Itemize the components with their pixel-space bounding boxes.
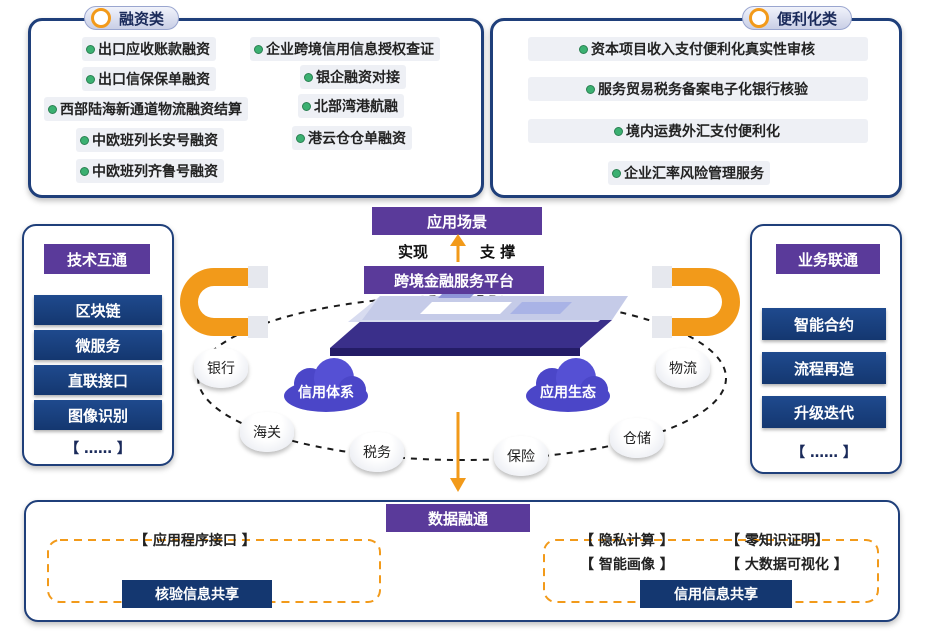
bullet-icon bbox=[80, 135, 89, 145]
business-more: 【 …… 】 bbox=[791, 445, 857, 461]
facilitation-item: 资本项目收入支付便利化真实性审核 bbox=[528, 37, 868, 61]
financing-item: 西部陆海新通道物流融资结算 bbox=[44, 97, 248, 121]
bullet-icon bbox=[579, 44, 588, 54]
financing-item: 出口应收账款融资 bbox=[82, 37, 216, 61]
cloud-ecology-icon bbox=[526, 358, 610, 412]
data-right-item: 【 零知识证明】 bbox=[726, 533, 829, 549]
bullet-icon bbox=[48, 104, 57, 114]
financing-title: 融资类 bbox=[119, 9, 165, 28]
credit-share-label: 信用信息共享 bbox=[640, 580, 792, 608]
ring-node-insurance: 保险 bbox=[494, 436, 548, 476]
bullet-icon bbox=[302, 101, 311, 111]
data-right-item: 【 大数据可视化 】 bbox=[726, 557, 848, 573]
bullet-icon bbox=[86, 74, 95, 84]
ring-icon bbox=[91, 8, 111, 28]
financing-item: 中欧班列长安号融资 bbox=[76, 128, 224, 152]
magnet-left-icon bbox=[180, 266, 268, 338]
tech-item-image-recognition: 图像识别 bbox=[34, 400, 162, 430]
cloud-credit-label: 信用体系 bbox=[298, 385, 354, 401]
business-item-smart-contract: 智能合约 bbox=[762, 308, 886, 340]
tech-item-blockchain: 区块链 bbox=[34, 295, 162, 325]
facilitation-item: 境内运费外汇支付便利化 bbox=[528, 119, 868, 143]
data-left-item: 【 应用程序接口 】 bbox=[134, 533, 256, 549]
business-item-upgrade: 升级迭代 bbox=[762, 396, 886, 428]
financing-item: 北部湾港航融 bbox=[298, 94, 404, 118]
magnet-right-icon bbox=[652, 266, 740, 338]
business-title: 业务联通 bbox=[776, 244, 880, 274]
facilitation-item: 服务贸易税务备案电子化银行核验 bbox=[528, 77, 868, 101]
bullet-icon bbox=[86, 44, 95, 54]
scenario-label: 应用场景 bbox=[372, 207, 542, 235]
ring-node-bank: 银行 bbox=[194, 348, 248, 388]
financing-title-tag: 融资类 bbox=[84, 6, 180, 30]
tech-item-microservice: 微服务 bbox=[34, 330, 162, 360]
ring-node-tax: 税务 bbox=[350, 432, 404, 472]
down-arrow-icon bbox=[450, 412, 466, 492]
ring-node-customs: 海关 bbox=[240, 412, 294, 452]
ring-icon bbox=[749, 8, 769, 28]
ring-node-warehouse: 仓储 bbox=[610, 418, 664, 458]
cloud-credit-icon bbox=[284, 358, 368, 412]
bullet-icon bbox=[614, 126, 623, 136]
support-text: 支 撑 bbox=[480, 243, 516, 261]
bullet-icon bbox=[612, 168, 621, 178]
platform-device-icon bbox=[330, 290, 628, 356]
cloud-ecology-label: 应用生态 bbox=[540, 385, 596, 401]
up-arrow-icon bbox=[450, 234, 466, 262]
tech-item-direct-api: 直联接口 bbox=[34, 365, 162, 395]
bullet-icon bbox=[586, 84, 595, 94]
data-title: 数据融通 bbox=[386, 504, 530, 532]
financing-item: 出口信保保单融资 bbox=[82, 67, 216, 91]
platform-label: 跨境金融服务平台 bbox=[364, 266, 544, 294]
financing-item: 港云仓仓单融资 bbox=[292, 126, 412, 150]
data-right-item: 【 隐私计算 】 bbox=[580, 533, 674, 549]
tech-title: 技术互通 bbox=[44, 244, 150, 274]
bullet-icon bbox=[296, 133, 305, 143]
bullet-icon bbox=[254, 44, 263, 54]
ring-node-logistics: 物流 bbox=[656, 348, 710, 388]
tech-more: 【 …… 】 bbox=[65, 441, 131, 457]
business-item-process-reengineering: 流程再造 bbox=[762, 352, 886, 384]
data-right-item: 【 智能画像 】 bbox=[580, 557, 674, 573]
verification-share-label: 核验信息共享 bbox=[122, 580, 272, 608]
facilitation-title-tag: 便利化类 bbox=[742, 6, 853, 30]
right-dashed-frame bbox=[543, 539, 879, 603]
facilitation-title: 便利化类 bbox=[777, 9, 838, 28]
facilitation-item: 企业汇率风险管理服务 bbox=[608, 161, 770, 185]
financing-item: 企业跨境信用信息授权查证 bbox=[250, 37, 440, 61]
realize-text: 实现 bbox=[398, 243, 429, 261]
bullet-icon bbox=[304, 72, 313, 82]
bullet-icon bbox=[80, 166, 89, 176]
financing-item: 银企融资对接 bbox=[300, 65, 406, 89]
financing-item: 中欧班列齐鲁号融资 bbox=[76, 159, 224, 183]
